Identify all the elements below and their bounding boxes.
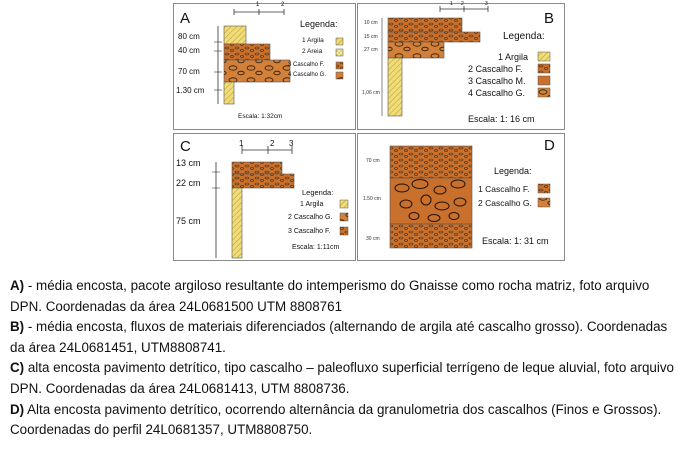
caption-c: C) alta encosta pavimento detrítico, tip…	[10, 358, 675, 399]
profile-d-graphic	[389, 145, 551, 249]
panel-b-ruler-2: 2	[461, 1, 464, 7]
panel-b-ruler-3: 3	[485, 1, 488, 7]
panel-a-legend-title: Legenda:	[300, 19, 338, 29]
panel-d-depth-3: 30 cm	[366, 236, 380, 242]
panel-c-letter: C	[180, 138, 191, 155]
panel-c-legend-coarse-gravel: 2 Cascalho G.	[288, 214, 333, 221]
panel-c: C 1 2 3 13 cm 22 cm 75 cm Legenda: 1 Arg…	[173, 133, 356, 261]
caption-b-tag: B)	[10, 319, 25, 335]
panel-a-legend-fine-gravel: 3 Cascalho F.	[288, 62, 325, 68]
caption-a: A) - média encosta, pacote argiloso resu…	[10, 276, 675, 317]
panel-b: B 1 2 3 10 cm 15 cm 27 cm 1,06 cm Legend…	[357, 1, 565, 130]
panel-c-scale: Escala: 1:11cm	[292, 244, 340, 251]
panel-b-legend-coarse-gravel: 4 Cascalho G.	[468, 88, 526, 98]
panel-b-depth-3: 27 cm	[364, 47, 378, 53]
panel-b-legend-clay: 1 Argila	[498, 52, 529, 62]
panel-a-depth-4: 1.30 cm	[176, 86, 205, 95]
profile-b-graphic	[381, 6, 551, 117]
panel-c-legend-fine-gravel: 3 Cascalho F.	[288, 228, 331, 235]
panel-d-legend-fine-gravel: 1 Cascalho F.	[478, 184, 530, 194]
panel-a-legend-clay: 1 Argila	[302, 37, 324, 44]
profile-c-graphic	[212, 146, 349, 259]
panel-c-depth-2: 22 cm	[176, 178, 201, 188]
panel-c-ruler-1: 1	[239, 139, 244, 148]
panel-d-legend-title: Legenda:	[494, 166, 532, 176]
panel-a-depth-2: 40 cm	[178, 46, 200, 55]
caption-d-tag: D)	[10, 401, 25, 417]
panel-c-depth-3: 75 cm	[176, 216, 201, 226]
panel-b-legend-fine-gravel: 2 Cascalho F.	[468, 64, 523, 74]
caption-c-text: alta encosta pavimento detrítico, tipo c…	[10, 360, 674, 396]
caption-b: B) - média encosta, fluxos de materiais …	[10, 317, 675, 358]
panel-d-letter: D	[544, 137, 555, 154]
panel-d-legend-coarse-gravel: 2 Cascalho G.	[478, 198, 532, 208]
profile-a-graphic	[214, 9, 344, 105]
panel-d-depth-2: 1.50 cm	[363, 196, 381, 202]
caption-a-tag: A)	[10, 278, 25, 293]
panel-a-scale: Escala: 1:32cm	[238, 113, 283, 120]
caption-a-text: - média encosta, pacote argiloso resulta…	[10, 278, 650, 314]
panel-b-scale: Escala: 1: 16 cm	[468, 114, 535, 124]
panel-d-depth-1: 70 cm	[366, 158, 380, 164]
panel-a-ruler-2: 2	[281, 2, 285, 8]
panel-c-depth-1: 13 cm	[176, 158, 201, 168]
caption-d: D) Alta encosta pavimento detrítico, oco…	[10, 400, 675, 441]
panel-d-scale: Escala: 1: 31 cm	[482, 236, 549, 246]
panel-c-legend-clay: 1 Argila	[300, 201, 324, 208]
caption-d-text: Alta encosta pavimento detrítico, ocorre…	[10, 401, 662, 438]
panel-c-ruler-3: 3	[289, 139, 294, 148]
panel-a-ruler-1: 1	[256, 2, 260, 8]
panel-c-legend-title: Legenda:	[302, 188, 334, 197]
caption-c-tag: C)	[10, 360, 25, 376]
panel-b-depth-2: 15 cm	[364, 34, 378, 40]
panel-c-ruler-2: 2	[270, 139, 275, 148]
panel-a: A 1 2 80 cm 40 cm 70 cm 1.30 cm Legenda:…	[173, 2, 356, 130]
panel-a-letter: A	[180, 10, 191, 27]
panel-a-depth-1: 80 cm	[178, 32, 200, 41]
panel-b-ruler-1: 1	[450, 1, 453, 7]
panel-a-legend-coarse-gravel: 4 Cascalho G.	[288, 72, 327, 78]
panel-d: D 70 cm 1.50 cm 30 cm Legenda: 1 Cascalh…	[357, 133, 565, 261]
caption-b-text: - média encosta, fluxos de materiais dif…	[10, 319, 668, 355]
figure-caption: A) - média encosta, pacote argiloso resu…	[10, 276, 675, 441]
panel-b-letter: B	[544, 10, 555, 27]
panel-b-legend-medium-gravel: 3 Cascalho M.	[468, 76, 526, 86]
panel-a-depth-3: 70 cm	[178, 67, 200, 76]
panel-b-legend-title: Legenda:	[503, 31, 545, 42]
panel-b-depth-1: 10 cm	[364, 20, 378, 26]
panel-a-legend-sand: 2 Areia	[302, 48, 323, 55]
panel-b-depth-4: 1,06 cm	[362, 90, 380, 96]
